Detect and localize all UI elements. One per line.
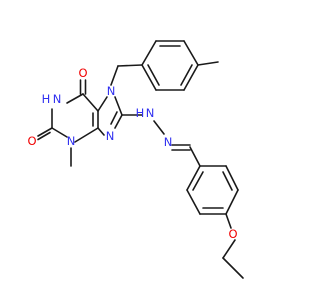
bond-ch2-aryl — [117, 64, 143, 67]
bond-c6-n1 — [66, 93, 84, 104]
atom-n-hydrazone: N — [164, 135, 173, 149]
bond-aryl-methyl — [197, 61, 219, 66]
ethoxyphenyl-ring — [186, 165, 239, 215]
molecule-structure: O H N O N N N H N N O — [27, 40, 244, 279]
bond-n-ch — [171, 144, 191, 151]
atom-o-ether: O — [228, 227, 237, 241]
atom-h-hydrazone: H — [136, 106, 145, 120]
bond-c5-c6 — [82, 93, 99, 112]
bond-c4-c5 — [92, 110, 99, 129]
atom-o-c2: O — [27, 134, 36, 148]
atom-n9: N — [106, 129, 115, 143]
bond-c2-o — [37, 127, 53, 141]
bond-n9-c4 — [97, 127, 105, 136]
bond-c5-n7 — [97, 96, 108, 112]
bond-ch-aryl — [189, 146, 201, 167]
atom-o-c6: O — [78, 66, 87, 80]
bond-n3-c4 — [74, 127, 99, 143]
atom-n3: N — [67, 134, 76, 148]
atom-n1: N — [53, 92, 62, 106]
bond-aryl-o — [225, 213, 232, 229]
bond-nh-n — [153, 120, 165, 135]
atom-h-n1: H — [42, 92, 51, 106]
bond-n7-ch2 — [110, 65, 119, 86]
bond-c8-n9 — [110, 111, 123, 129]
bond-n7-c8 — [114, 96, 123, 116]
bond-c2-n3 — [51, 127, 68, 138]
bond-c6-o — [79, 79, 87, 95]
bond-o-ethyl — [222, 239, 244, 279]
atom-n7: N — [107, 84, 116, 98]
atom-nh-hydrazone: N — [146, 106, 155, 120]
toluene-ring — [141, 40, 199, 91]
